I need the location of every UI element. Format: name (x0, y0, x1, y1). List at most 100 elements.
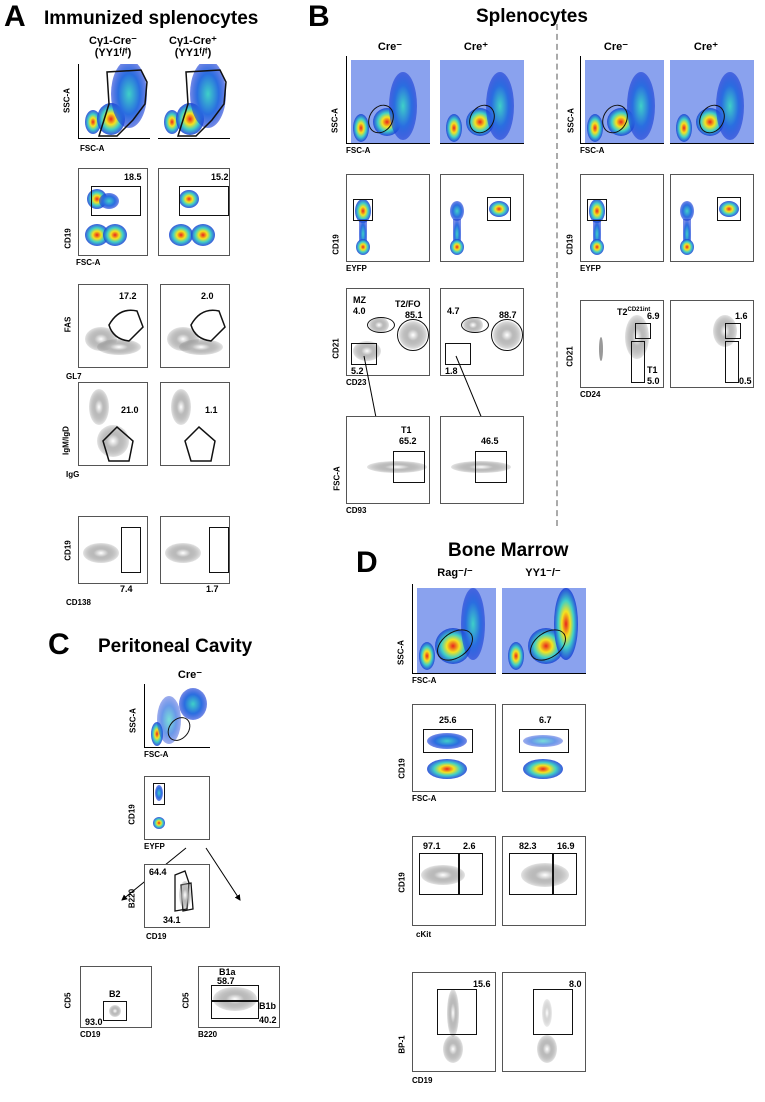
a-r5-gate2 (209, 527, 229, 573)
a-r2-val2: 15.2 (211, 172, 229, 182)
d-r2-val2: 6.7 (539, 715, 552, 725)
d-r3-ylabel: CD19 (397, 872, 407, 893)
c-r2-plot (144, 776, 210, 840)
b-head-cre-pos-left: Cre⁺ (463, 41, 489, 53)
d-r4-xlabel: CD19 (412, 1076, 433, 1085)
panel-a-title: Immunized splenocytes (44, 8, 259, 29)
b-l-r3-r-low-val: 1.8 (445, 366, 458, 376)
a-r5-xlabel: CD138 (66, 598, 91, 607)
d-r1-ylabel: SSC-A (396, 640, 406, 665)
b-r-r2-gate2 (717, 197, 741, 221)
panel-b-letter: B (308, 0, 330, 33)
b-r-r3-t1-val: 5.0 (647, 376, 660, 386)
b-l-r1-plot2 (440, 56, 524, 144)
panel-a-letter: A (4, 0, 26, 33)
b-l-r4-t1: T1 (401, 425, 412, 435)
a-r4-plot1: 21.0 (78, 382, 148, 466)
d-r2-plot2: 6.7 (502, 704, 586, 792)
c-r3-top-val: 64.4 (149, 867, 167, 877)
b-l-r2-ylabel: CD19 (331, 234, 341, 255)
b-l-r4-ylabel: FSC-A (332, 466, 342, 491)
d-r3-gate2b (553, 853, 577, 895)
d-r4-gate2 (533, 989, 573, 1035)
c-b2-xlabel: CD19 (80, 1030, 101, 1039)
d-r2-gate2 (519, 729, 569, 753)
d-r3-val1b: 2.6 (463, 841, 476, 851)
b-r-r3-plot1: T2CD21int 6.9 T1 5.0 (580, 300, 664, 388)
b-l-r3-mz-val: 4.0 (353, 306, 366, 316)
b-l-r3-t2fo-gate (397, 319, 429, 351)
b-l-r3-mz-gate (367, 317, 395, 333)
d-r2-ylabel: CD19 (397, 758, 407, 779)
b-l-r3-low-gate (351, 343, 377, 365)
c-b1-xlabel: B220 (198, 1030, 218, 1039)
d-r3-val2a: 82.3 (519, 841, 537, 851)
b-l-r4-gate1 (393, 451, 425, 483)
c-r3-ylabel: B220 (127, 888, 137, 909)
b-l-r1-xlabel: FSC-A (346, 146, 371, 155)
a-r3-plot1: 17.2 (78, 284, 148, 368)
c-b2-val: 93.0 (85, 1017, 103, 1027)
b-l-r3-mz: MZ (353, 295, 366, 305)
b-head-cre-pos-right: Cre⁺ (693, 41, 719, 53)
a-r2-plot2: 15.2 (158, 168, 230, 256)
panel-a-col1: Cγ1-Cre⁻(YY1ᶠ/ᶠ) (89, 35, 137, 59)
b-r-r3-t2-gate2 (725, 323, 741, 339)
b-l-r1-plot1 (346, 56, 430, 144)
b-l-r2-xlabel: EYFP (346, 264, 367, 273)
d-head-col1: Rag⁻/⁻ (437, 567, 473, 579)
b-r-r3-plot2: 1.6 0.5 (670, 300, 754, 388)
a-r5-plot2 (160, 516, 230, 584)
a-r2-xlabel: FSC-A (76, 258, 101, 267)
b-r-r2-plot1 (580, 174, 664, 262)
b-r-r3-t1-gate2 (725, 341, 739, 383)
c-r1-ylabel: SSC-A (128, 708, 138, 733)
d-r3-xlabel: cKit (416, 930, 432, 939)
d-r3-plot2: 82.3 16.9 (502, 836, 586, 926)
b-r-r3-t1: T1 (647, 365, 658, 375)
d-r3-gate1a (419, 853, 459, 895)
d-r2-plot1: 25.6 (412, 704, 496, 792)
b-l-r3-low-val: 5.2 (351, 366, 364, 376)
a-r1-plot2 (158, 64, 230, 139)
d-head-col2: YY1⁻/⁻ (525, 567, 561, 579)
b-r-r1-xlabel: FSC-A (580, 146, 605, 155)
a-r3-val1: 17.2 (119, 291, 137, 301)
panel-b-title: Splenocytes (476, 6, 588, 27)
a-r2-ylabel: CD19 (63, 228, 73, 249)
a-r4-val1: 21.0 (121, 405, 139, 415)
b-r-r3-r-t2-val: 1.6 (735, 311, 748, 321)
c-r1-xlabel: FSC-A (144, 750, 169, 759)
a-r1-ylabel: SSC-A (62, 88, 72, 113)
c-b1a-name: B1a (219, 967, 236, 977)
d-r4-ylabel: BP-1 (397, 1035, 407, 1054)
panel-c-letter: C (48, 628, 70, 661)
d-r4-plot1: 15.6 (412, 972, 496, 1072)
b-l-r3-t2fo-val: 85.1 (405, 310, 423, 320)
b-r-r2-ylabel: CD19 (565, 234, 575, 255)
b-l-r2-plot2 (440, 174, 524, 262)
a-r2-val1: 18.5 (124, 172, 142, 182)
b-l-r4-t1-val: 65.2 (399, 436, 417, 446)
b-l-r4-xlabel: CD93 (346, 506, 367, 515)
a-r4-ylabel: IgM/IgD (61, 426, 71, 455)
b-r-r3-t2-val: 6.9 (647, 311, 660, 321)
a-r5-gate1 (121, 527, 141, 573)
c-b2-name: B2 (109, 989, 121, 999)
a-r3-val2: 2.0 (201, 291, 214, 301)
b-l-r3-mz-gate2 (461, 317, 489, 333)
c-r3-xlabel: CD19 (146, 932, 167, 941)
c-b1b-name: B1b (259, 1001, 277, 1011)
d-r4-val1: 15.6 (473, 979, 491, 989)
a-r4-plot2: 1.1 (160, 382, 230, 466)
c-b2-plot: B2 93.0 (80, 966, 152, 1028)
a-r1-xlabel: FSC-A (80, 144, 105, 153)
a-r2-plot1: 18.5 (78, 168, 148, 256)
c-b1-plot: B1a 58.7 B1b 40.2 (198, 966, 280, 1028)
a-r5-ylabel: CD19 (63, 540, 73, 561)
d-r4-gate1 (437, 989, 477, 1035)
b-r-r3-xlabel: CD24 (580, 390, 601, 399)
panel-d-letter: D (356, 546, 378, 579)
c-r2-ylabel: CD19 (127, 804, 137, 825)
b-l-r2-gate2 (487, 197, 511, 221)
